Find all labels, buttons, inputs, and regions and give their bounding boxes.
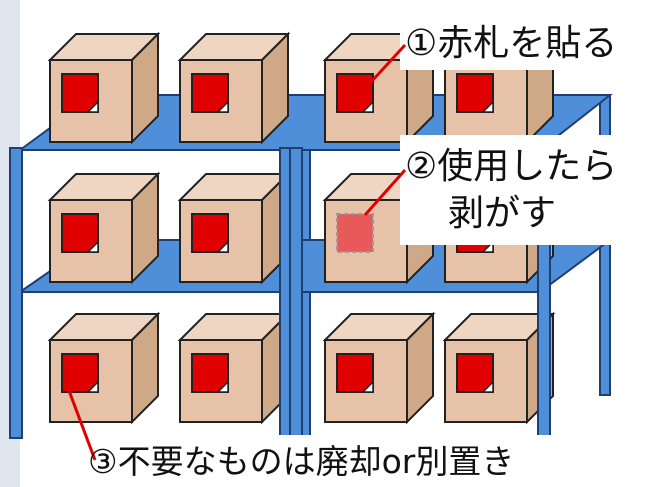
tag-fold: [361, 100, 374, 113]
step1-label-bg: [400, 15, 670, 70]
step3-label: ③不要なものは廃却or別置き: [88, 442, 514, 481]
step2-leader-line: [363, 169, 407, 216]
red-tag-icon: [61, 73, 99, 113]
step1-leader-line: [348, 43, 407, 107]
tag-fold: [481, 100, 494, 113]
red-tag-icon: [191, 73, 229, 113]
box: [442, 311, 556, 425]
box: [177, 311, 291, 425]
tag-fold: [481, 380, 494, 393]
box: [322, 311, 436, 425]
tag-fold: [216, 240, 229, 253]
step2-label-line2: 剥がす: [448, 193, 556, 234]
red-tag-icon: [336, 353, 374, 393]
step3-label-bg: [80, 435, 670, 487]
tag-fold: [361, 380, 374, 393]
box: [47, 31, 161, 145]
red-tag-icon: [191, 353, 229, 393]
tag-fold: [86, 100, 99, 113]
box: [47, 311, 161, 425]
box: [177, 171, 291, 285]
red-tag-icon: [336, 73, 374, 113]
red-tag-icon: [61, 213, 99, 253]
red-tag-icon: [456, 73, 494, 113]
step3-leader-line: [66, 387, 97, 461]
box: [177, 31, 291, 145]
step2-label-line1: ②使用したら: [405, 146, 617, 187]
tag-fold: [216, 380, 229, 393]
removed-tag-icon: [336, 213, 374, 253]
tag-fold: [216, 100, 229, 113]
box: [47, 171, 161, 285]
step1-label: ①赤札を貼る: [405, 23, 617, 64]
step2-label-bg: [400, 135, 670, 245]
red-tag-icon: [456, 353, 494, 393]
tag-fold: [86, 240, 99, 253]
red-tag-icon: [61, 353, 99, 393]
tag-fold: [86, 380, 99, 393]
red-tag-icon: [191, 213, 229, 253]
